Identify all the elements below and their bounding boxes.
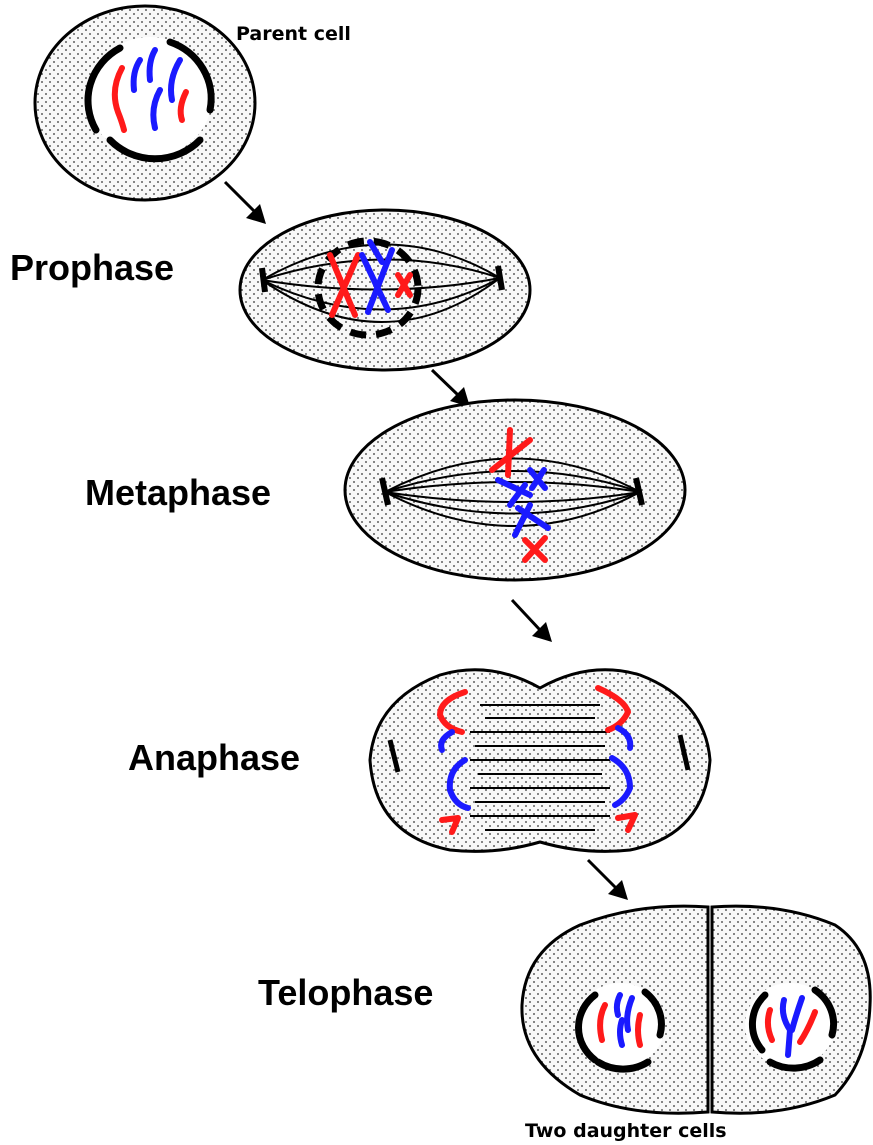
arrow — [588, 860, 628, 900]
telophase-label: Telophase — [258, 972, 433, 1013]
telophase-stage: Telophase Two daughter cells — [258, 906, 870, 1142]
metaphase-label: Metaphase — [85, 472, 271, 513]
anaphase-label: Anaphase — [128, 737, 300, 778]
prophase-label: Prophase — [10, 247, 174, 288]
centrosome — [262, 268, 265, 292]
chromosome-blue — [620, 1020, 622, 1045]
arrow — [432, 370, 470, 407]
parent-cell-label: Parent cell — [236, 23, 351, 45]
chromosome-red — [508, 430, 510, 475]
chromosome-blue — [617, 995, 620, 1015]
centrosome — [498, 266, 502, 290]
metaphase-stage: Metaphase — [85, 400, 685, 580]
parent-cell: Parent cell — [35, 6, 351, 200]
arrow — [225, 182, 266, 224]
chromosome-red — [638, 1015, 640, 1045]
daughter-cells-label: Two daughter cells — [525, 1120, 727, 1142]
anaphase-stage: Anaphase — [128, 670, 710, 852]
prophase-stage: Prophase — [10, 210, 530, 370]
arrow — [512, 600, 552, 642]
